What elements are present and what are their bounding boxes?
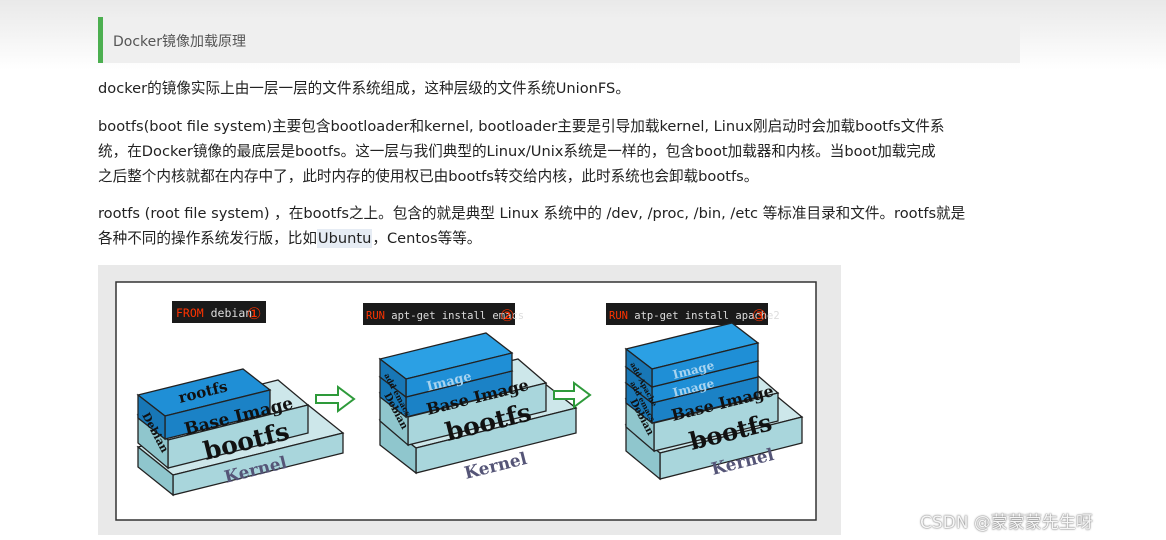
paragraph-unionfs: docker的镜像实际上由一层一层的文件系统组成，这种层级的文件系统UnionF… bbox=[98, 76, 1028, 101]
selected-word-ubuntu[interactable]: Ubuntu bbox=[316, 229, 373, 248]
step1-num: ① bbox=[247, 304, 261, 323]
section-heading: Docker镜像加载原理 bbox=[98, 17, 1020, 63]
step3-label-bg bbox=[606, 303, 768, 325]
section-title: Docker镜像加载原理 bbox=[113, 34, 247, 50]
paragraph-bootfs-line2: 统，在Docker镜像的最底层是bootfs。这一层与我们典型的Linux/Un… bbox=[98, 143, 936, 160]
step2-cmd: RUN apt-get install emacs bbox=[366, 310, 524, 322]
docker-layers-diagram: .lbl { font-family:"DejaVu Sans Mono","L… bbox=[115, 281, 817, 521]
arrow-right-icon bbox=[315, 385, 356, 413]
step1-label-bg bbox=[172, 301, 266, 323]
docker-layers-figure: .lbl { font-family:"DejaVu Sans Mono","L… bbox=[98, 265, 841, 535]
step1-cmd: FROM debian bbox=[176, 306, 252, 320]
stack-2: Kernel bootfs Debian Base Image add emac… bbox=[378, 332, 578, 484]
paragraph-rootfs-line2: 各种不同的操作系统发行版，比如Ubuntu，Centos等等。 bbox=[98, 226, 1028, 251]
paragraph-bootfs-line1: bootfs(boot file system)主要包含bootloader和k… bbox=[98, 118, 945, 135]
rootfs-text-post: ，Centos等等。 bbox=[372, 230, 482, 247]
paragraph-rootfs: rootfs (root file system) ，在bootfs之上。包含的… bbox=[98, 201, 1028, 251]
step3-cmd: RUN atp-get install apache2 bbox=[609, 310, 780, 322]
paragraph-rootfs-line1: rootfs (root file system) ，在bootfs之上。包含的… bbox=[98, 205, 966, 222]
csdn-watermark: CSDN @蒙蒙蒙先生呀 bbox=[920, 513, 1093, 533]
paragraph-bootfs: bootfs(boot file system)主要包含bootloader和k… bbox=[98, 114, 1028, 189]
rootfs-text-pre: 各种不同的操作系统发行版，比如 bbox=[98, 230, 317, 247]
stack-1: Kernel bootfs Debian Base Image rootfs bbox=[136, 368, 345, 497]
step3-num: ③ bbox=[752, 306, 766, 325]
paragraph-unionfs-text: docker的镜像实际上由一层一层的文件系统组成，这种层级的文件系统UnionF… bbox=[98, 80, 630, 97]
arrow-right-icon bbox=[553, 381, 592, 409]
paragraph-bootfs-line3: 之后整个内核就都在内存中了，此时内存的使用权已由bootfs转交给内核，此时系统… bbox=[98, 168, 759, 185]
step2-label-bg bbox=[363, 303, 515, 325]
step2-num: ② bbox=[500, 306, 514, 325]
stack-3: Kernel bootfs Debian Base Image add emac… bbox=[624, 322, 804, 481]
